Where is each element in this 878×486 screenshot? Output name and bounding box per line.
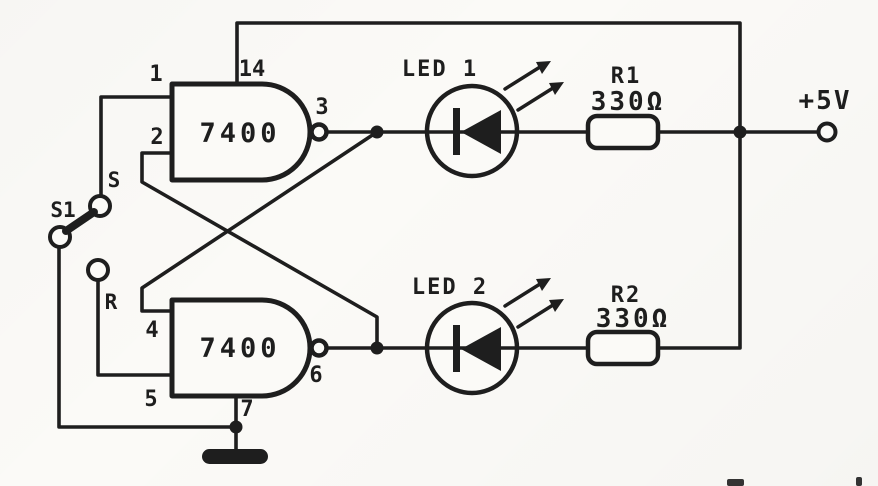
nand-gate-2-inverter-bubble-icon — [309, 338, 329, 358]
nand-gate-1-label: 7400 — [199, 118, 280, 149]
pin-label-3: 3 — [315, 95, 328, 120]
resistor-r2: R2 330Ω — [585, 283, 671, 367]
led2: LED 2 — [325, 275, 590, 396]
led1-light-arrows-icon — [503, 61, 564, 112]
resistor-r2-ref: R2 — [611, 283, 642, 308]
junction-dot-supply-rail — [733, 125, 747, 139]
pin-label-1: 1 — [149, 62, 162, 87]
switch-set-label: S — [108, 168, 121, 192]
pin5-to-r-wire — [96, 278, 174, 377]
pin-labels: 1 14 2 3 4 5 6 7 — [144, 57, 328, 422]
pin1-to-s-wire — [99, 95, 174, 198]
cut-off-caption-fragment — [727, 477, 862, 486]
resistor-r1-body — [585, 113, 661, 151]
vcc-rail-wire — [235, 21, 742, 350]
led1: LED 1 — [325, 57, 590, 179]
junction-dot-gate2-output — [370, 341, 384, 355]
pin-label-2: 2 — [150, 125, 163, 150]
nand-gate-1: 7400 — [169, 81, 329, 183]
junction-dot-gate1-output — [370, 125, 384, 139]
resistor-r2-value: 330Ω — [596, 304, 671, 334]
led1-anode-triangle-icon — [461, 110, 501, 154]
switch-s1-ref: S1 — [50, 198, 75, 222]
switch-s1: S1 S R — [48, 168, 121, 314]
supply-terminal: +5V — [799, 86, 852, 143]
nand-gate-2: 7400 — [169, 297, 329, 399]
pin-label-14: 14 — [239, 57, 266, 82]
switch-s1-reset-contact — [86, 258, 110, 282]
led2-cathode-bar-icon — [453, 325, 460, 372]
resistor-r1-ref: R1 — [611, 64, 642, 89]
pole-to-ground-wire — [57, 245, 238, 429]
nand-gate-2-label: 7400 — [199, 333, 280, 364]
resistor-r1: R1 330Ω — [585, 64, 666, 151]
led2-label: LED 2 — [412, 275, 488, 300]
pin2-crosscouple-wire — [140, 151, 379, 350]
pin-label-6: 6 — [309, 363, 322, 388]
ground-icon — [202, 449, 268, 464]
wires — [57, 21, 821, 451]
pin-label-7: 7 — [240, 397, 253, 422]
resistor-r1-value: 330Ω — [591, 87, 666, 117]
supply-terminal-circle — [816, 121, 838, 143]
junction-dot-ground — [229, 420, 243, 434]
switch-reset-label: R — [105, 290, 118, 314]
switch-s1-lever-icon — [62, 208, 98, 235]
led1-label: LED 1 — [402, 57, 478, 82]
led1-cathode-bar-icon — [453, 108, 460, 155]
led2-anode-triangle-icon — [461, 327, 501, 371]
junction-dots — [229, 125, 747, 434]
pin4-crosscouple-wire — [140, 130, 379, 313]
pin-label-4: 4 — [145, 318, 158, 343]
pin-label-5: 5 — [144, 387, 157, 412]
led2-light-arrows-icon — [503, 278, 564, 329]
nand-gate-1-inverter-bubble-icon — [309, 122, 329, 142]
supply-voltage-label: +5V — [799, 86, 852, 116]
resistor-r2-body — [585, 329, 661, 367]
